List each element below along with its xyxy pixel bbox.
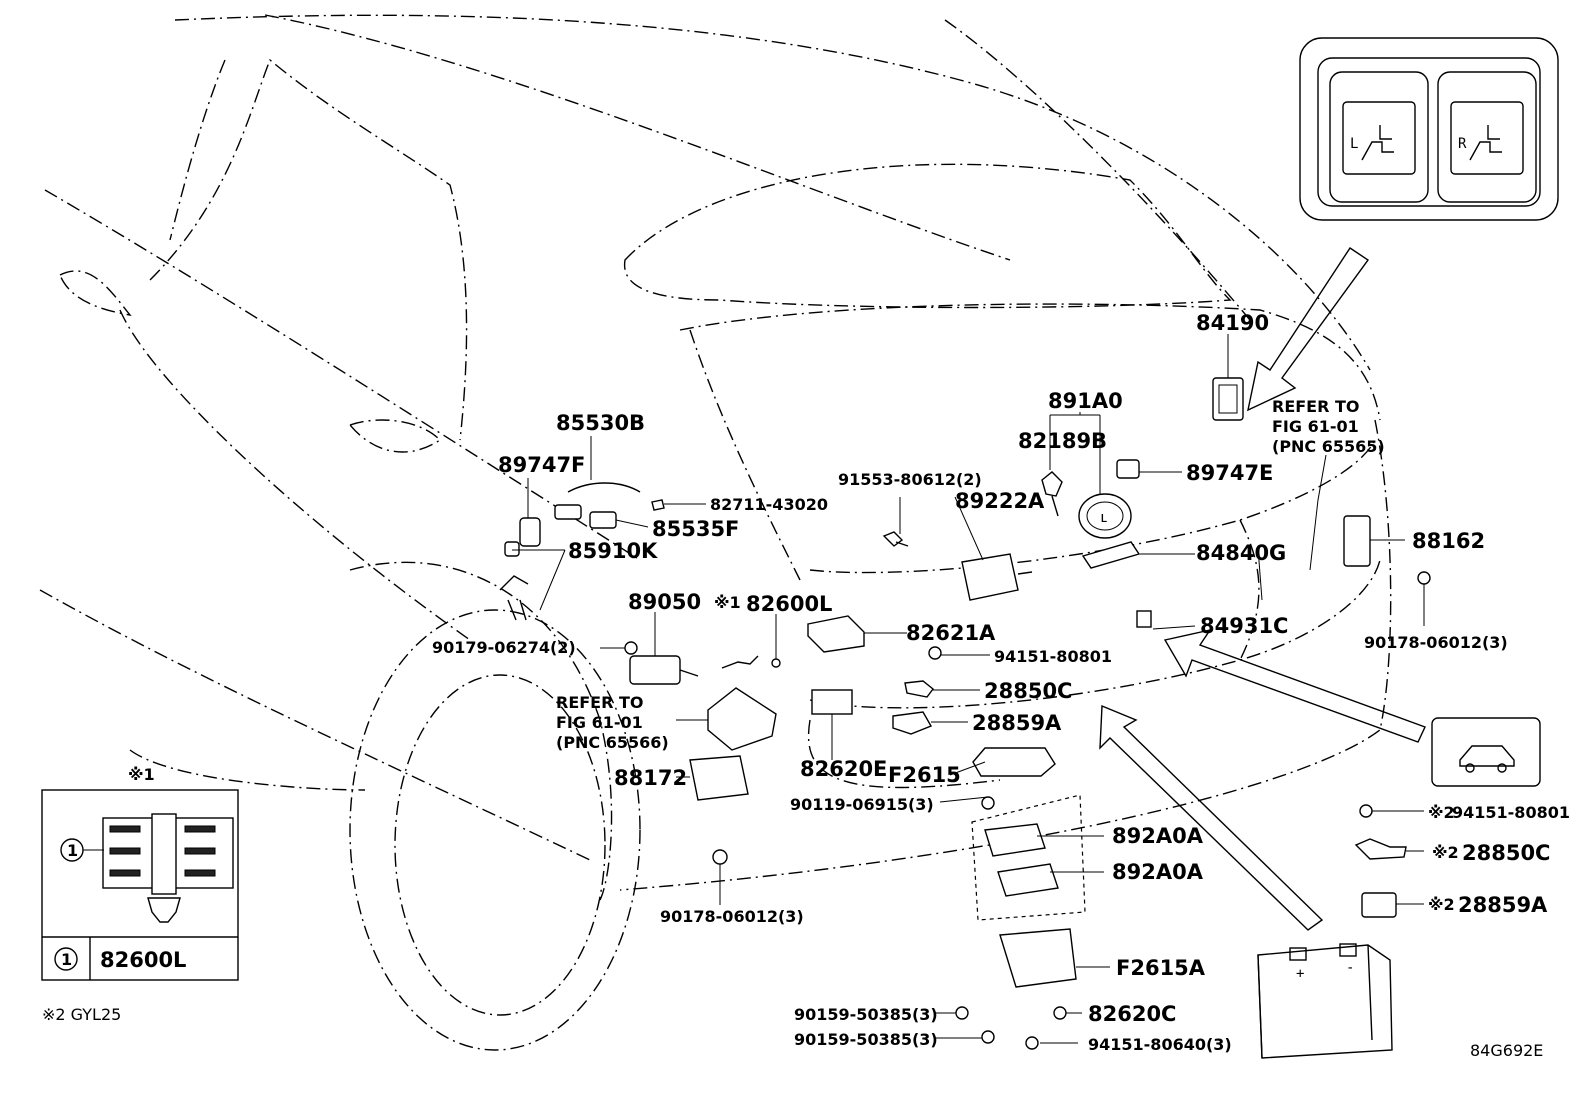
- ref-left-line2: FIG 61-01: [556, 713, 643, 732]
- reference-arrows: [1099, 247, 1426, 931]
- part-85530B: [554, 504, 582, 520]
- part-bracket: [707, 687, 777, 751]
- inset-part-number: 82600L: [100, 948, 186, 972]
- label-89747E: 89747E: [1186, 461, 1273, 485]
- label-F2615A: F2615A: [1116, 956, 1206, 980]
- clip-inset: ※1 1 1 82600L: [41, 765, 239, 981]
- part-82621A: [807, 615, 865, 653]
- label-82620C: 82620C: [1088, 1002, 1176, 1026]
- part-89747E: [1116, 459, 1140, 479]
- part-892A0A-upper: [984, 823, 1046, 857]
- label-90178-right: 90178-06012(3): [1364, 633, 1508, 652]
- part-F2615: [972, 747, 1056, 777]
- gyl25-note: ※2 GYL25: [42, 1005, 121, 1024]
- part-89050: [629, 655, 681, 685]
- label-82621A: 82621A: [906, 621, 996, 645]
- inset-row-num: 1: [61, 950, 72, 969]
- tailgate-inset: [1431, 717, 1541, 787]
- label-84840G: 84840G: [1196, 541, 1286, 565]
- label-s28850C: 28850C: [1462, 841, 1550, 865]
- battery: + -: [1257, 943, 1393, 1059]
- part-89747F: [519, 517, 541, 547]
- ref-left-line1: REFER TO: [556, 693, 644, 712]
- part-labels: 84190 891A0 82189B 89747E 91553-80612(2)…: [42, 311, 1570, 1060]
- label-89050: 89050: [628, 590, 701, 614]
- label-89222A: 89222A: [955, 489, 1045, 513]
- switch-inset: L R: [1299, 37, 1559, 221]
- label-82600L-mark: ※1: [714, 593, 741, 612]
- svg-text:-: -: [1346, 960, 1354, 976]
- part-88172: [689, 755, 749, 801]
- label-s28850C-mark: ※2: [1432, 843, 1459, 862]
- label-82620E: 82620E: [800, 757, 887, 781]
- label-891A0: 891A0: [1048, 389, 1123, 413]
- part-88162: [1343, 515, 1371, 567]
- switch-right-letter: R: [1458, 136, 1467, 152]
- ref-right-line2: FIG 61-01: [1272, 417, 1359, 436]
- label-82600L: 82600L: [746, 592, 832, 616]
- part-85535F: [589, 511, 617, 529]
- label-s28859A-mark: ※2: [1428, 895, 1455, 914]
- part-892A0A-lower: [997, 863, 1059, 897]
- vehicle-body-outline: [39, 14, 1392, 1051]
- inset-callout-num: 1: [67, 841, 78, 860]
- part-emblem: [1078, 493, 1132, 539]
- switch-left-letter: L: [1350, 136, 1358, 152]
- label-84931C: 84931C: [1200, 614, 1288, 638]
- label-85910K: 85910K: [568, 539, 658, 563]
- label-s94151-mark: ※2: [1428, 803, 1455, 822]
- part-82189B: [1041, 471, 1063, 497]
- label-892A0A-1: 892A0A: [1112, 824, 1204, 848]
- part-84931C: [1136, 610, 1152, 628]
- label-90178-bottom: 90178-06012(3): [660, 907, 804, 926]
- ref-left-line3: (PNC 65566): [556, 733, 669, 752]
- label-91553: 91553-80612(2): [838, 470, 982, 489]
- part-84840G: [1081, 541, 1141, 569]
- label-82711: 82711-43020: [710, 495, 828, 514]
- parts: ʟ: [499, 377, 1431, 1050]
- label-28859A: 28859A: [972, 711, 1062, 735]
- part-28850C: [904, 680, 934, 698]
- label-s28859A: 28859A: [1458, 893, 1548, 917]
- part-84190: [1212, 377, 1244, 421]
- label-892A0A-2: 892A0A: [1112, 860, 1204, 884]
- label-90119: 90119-06915(3): [790, 795, 934, 814]
- label-s94151: 94151-80801: [1452, 803, 1570, 822]
- label-88172: 88172: [614, 766, 687, 790]
- part-F2615A: [999, 928, 1077, 988]
- diagram-code: 84G692E: [1470, 1041, 1543, 1060]
- svg-text:ʟ: ʟ: [1100, 510, 1108, 526]
- label-89747F: 89747F: [498, 453, 585, 477]
- label-90159-2: 90159-50385(3): [794, 1030, 938, 1049]
- label-82189B: 82189B: [1018, 429, 1107, 453]
- part-89222A: [961, 553, 1019, 601]
- part-82620E: [811, 689, 853, 715]
- label-28850C: 28850C: [984, 679, 1072, 703]
- label-94151-80801: 94151-80801: [994, 647, 1112, 666]
- label-90179: 90179-06274(2): [432, 638, 576, 657]
- ref-right-line3: (PNC 65565): [1272, 437, 1385, 456]
- label-90159-1: 90159-50385(3): [794, 1005, 938, 1024]
- label-85535F: 85535F: [652, 517, 739, 541]
- label-94151-80640: 94151-80640(3): [1088, 1035, 1232, 1054]
- svg-text:+: +: [1296, 966, 1304, 982]
- label-84190: 84190: [1196, 311, 1269, 335]
- label-88162: 88162: [1412, 529, 1485, 553]
- part-28859A: [892, 711, 933, 735]
- inset-marker: ※1: [128, 765, 155, 784]
- leader-lines: [512, 334, 1425, 1044]
- label-F2615: F2615: [888, 763, 961, 787]
- label-85530B: 85530B: [556, 411, 645, 435]
- ref-right-line1: REFER TO: [1272, 397, 1360, 416]
